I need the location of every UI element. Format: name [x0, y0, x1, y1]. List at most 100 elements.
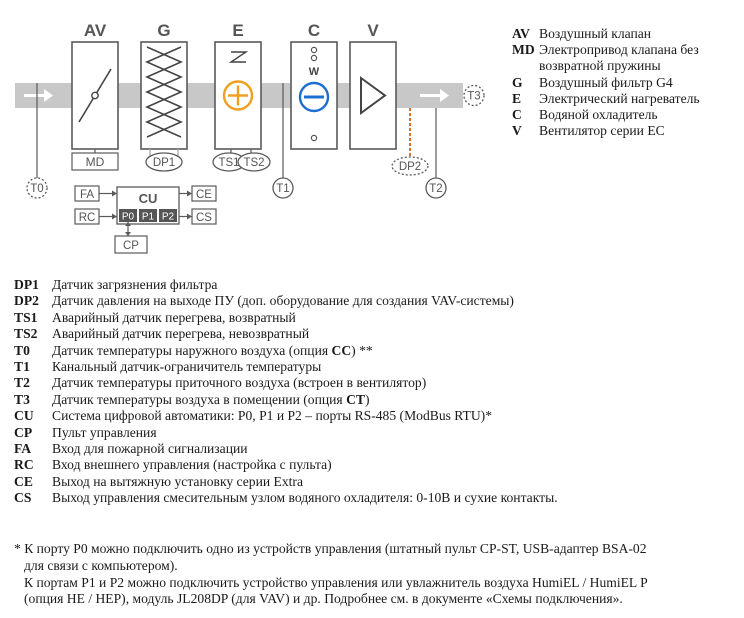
dp2-sensor [391, 156, 429, 176]
legend-code: AV [512, 26, 530, 41]
option-code: CT [346, 391, 365, 407]
legend-desc: Вход для пожарной сигнализации [52, 441, 248, 457]
legend-code: FA [14, 441, 32, 457]
legend-code: T3 [14, 391, 30, 407]
ts2-label: TS2 [243, 157, 264, 169]
module-code-av: AV [84, 21, 107, 40]
legend-item-ts1: TS1 Аварийный датчик перегрева, возвратны… [14, 310, 734, 326]
legend-item-t0: T0 Датчик температуры наружного воздуха (… [14, 343, 734, 359]
legend-item-t3: T3 Датчик температуры воздуха в помещении… [14, 392, 734, 408]
footnote-line: * К порту P0 можно подключить одно из ус… [14, 541, 647, 556]
dp1-sensor [145, 152, 183, 172]
legend-code: CP [14, 424, 33, 440]
control-unit-block: FA RC CU P0 P1 P2 CE CS CP [74, 185, 217, 254]
legend-desc: Выход на вытяжную установку серии Extra [52, 473, 303, 489]
t3-label: T3 [467, 91, 480, 103]
legend-item-cp: CP Пульт управления [14, 425, 734, 441]
water-cooler-module: W [290, 41, 338, 150]
fan-triangle-icon [360, 76, 387, 115]
t3-sensor [463, 84, 485, 107]
fa-label: FA [80, 189, 94, 201]
p1-port [139, 209, 157, 222]
airflow-in-arrow-icon [24, 89, 53, 102]
ce-output-box [191, 185, 217, 202]
module-code-c: C [308, 21, 320, 40]
legend-code: T2 [14, 375, 30, 391]
legend-code: TS2 [14, 326, 38, 342]
electric-heater-module [214, 41, 262, 150]
legend-desc: Система цифровой автоматики: P0, P1 и P2… [52, 408, 493, 424]
cu-label: CU [139, 191, 158, 206]
legend-desc: Выход управления смесительным узлом водя… [52, 490, 558, 506]
legend-code: TS1 [14, 309, 38, 325]
airflow-out-arrow-icon [420, 89, 449, 102]
lightning-icon [228, 51, 249, 63]
option-code: CC [331, 342, 352, 358]
module-code-v: V [367, 21, 379, 40]
footnote-line: для связи с компьютером). [24, 557, 178, 573]
cs-output-box [191, 208, 217, 225]
legend-desc: Аварийный датчик перегрева, возвратный [52, 309, 296, 325]
legend-desc: Датчик давления на выходе ПУ (доп. обору… [52, 293, 514, 309]
legend-item-dp1: DP1 Датчик загрязнения фильтра [14, 277, 734, 293]
p0-port [119, 209, 137, 222]
cp-label: CP [123, 240, 139, 252]
legend-item-rc: RC Вход внешнего управления (настройка с … [14, 457, 734, 473]
legend-code: DP1 [14, 277, 39, 292]
ventilation-unit-diagram: AV G E C V MD W [15, 21, 485, 254]
legend-item-c: C Водяной охладитель [512, 107, 740, 123]
legend-desc-suffix: ) [364, 391, 370, 407]
legend-desc: Датчик температуры наружного воздуха (оп… [52, 342, 332, 358]
ts1-label: TS1 [218, 157, 239, 169]
legend-desc: Водяной охладитель [539, 107, 658, 123]
legend-code: RC [14, 457, 34, 473]
md-label: MD [86, 155, 105, 169]
p2-label: P2 [162, 212, 175, 223]
legend-desc: Датчик загрязнения фильтра [52, 277, 218, 292]
footnote-line: К портам P1 и P2 можно подключить устрой… [24, 574, 648, 590]
air-damper-module [71, 41, 119, 150]
cs-label: CS [196, 212, 212, 224]
t2-sensor [425, 177, 447, 199]
legend-code: V [512, 123, 522, 139]
dp1-label: DP1 [153, 157, 175, 169]
legend-code: G [512, 74, 523, 90]
legend-code: DP2 [14, 293, 39, 309]
legend-desc: Воздушный клапан [539, 26, 652, 41]
legend-code: T1 [14, 359, 30, 375]
cp-panel-box [114, 235, 148, 254]
legend-desc: Вход внешнего управления (настройка с пу… [52, 457, 332, 473]
legend-item-cu: CU Система цифровой автоматики: P0, P1 и … [14, 408, 734, 424]
air-filter-module [140, 41, 188, 150]
legend-desc: Электрический нагреватель [539, 90, 700, 106]
legend-desc: Датчик температуры воздуха в помещении (… [52, 391, 347, 407]
t1-sensor [272, 177, 294, 199]
ce-label: CE [196, 189, 212, 201]
legend-desc: Пульт управления [52, 424, 157, 440]
p1-label: P1 [142, 212, 155, 223]
module-code-e: E [232, 21, 243, 40]
t0-sensor [26, 177, 48, 199]
module-code-g: G [157, 21, 170, 40]
t2-label: T2 [429, 183, 442, 195]
legend-desc-suffix: ) ** [351, 342, 373, 358]
p2-port [159, 209, 177, 222]
legend-code: CU [14, 408, 34, 424]
cooler-w-mark: W [309, 66, 320, 78]
ec-fan-module [349, 41, 397, 150]
legend-code: C [512, 107, 522, 123]
legend-code: T0 [14, 342, 30, 358]
ts2-sensor [237, 152, 271, 172]
legend-desc: Электропривод клапана без возвратной пру… [539, 42, 699, 74]
legend-item-fa: FA Вход для пожарной сигнализации [14, 441, 734, 457]
